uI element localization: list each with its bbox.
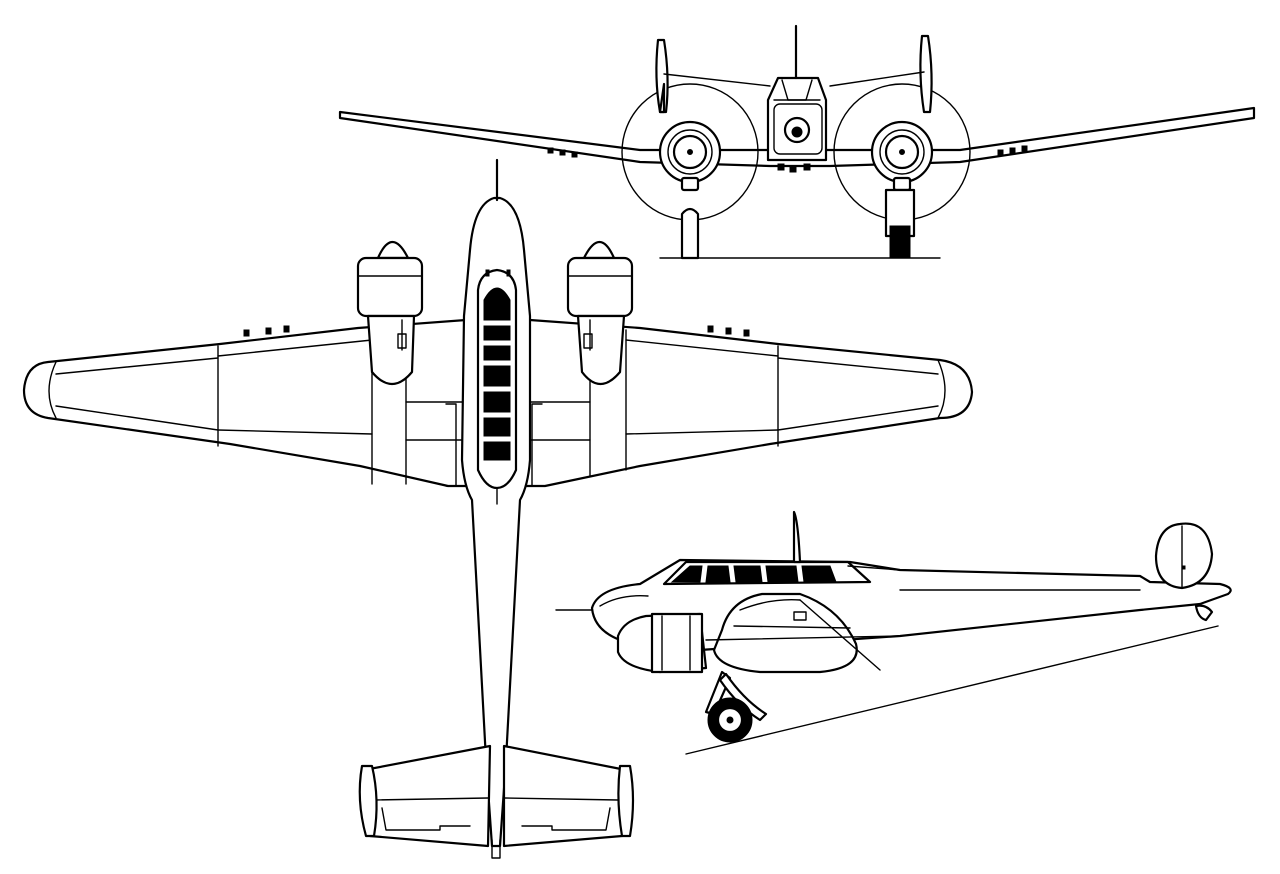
top-view-left-nacelle: [356, 240, 424, 386]
top-view-tailplane: [359, 744, 492, 848]
top-view: [22, 158, 974, 859]
front-view: [338, 24, 1256, 260]
side-view-tail-fin: [1154, 522, 1214, 590]
side-view: [555, 510, 1232, 755]
top-view-right-nacelle: [566, 240, 634, 386]
side-view-propeller: [712, 592, 858, 674]
